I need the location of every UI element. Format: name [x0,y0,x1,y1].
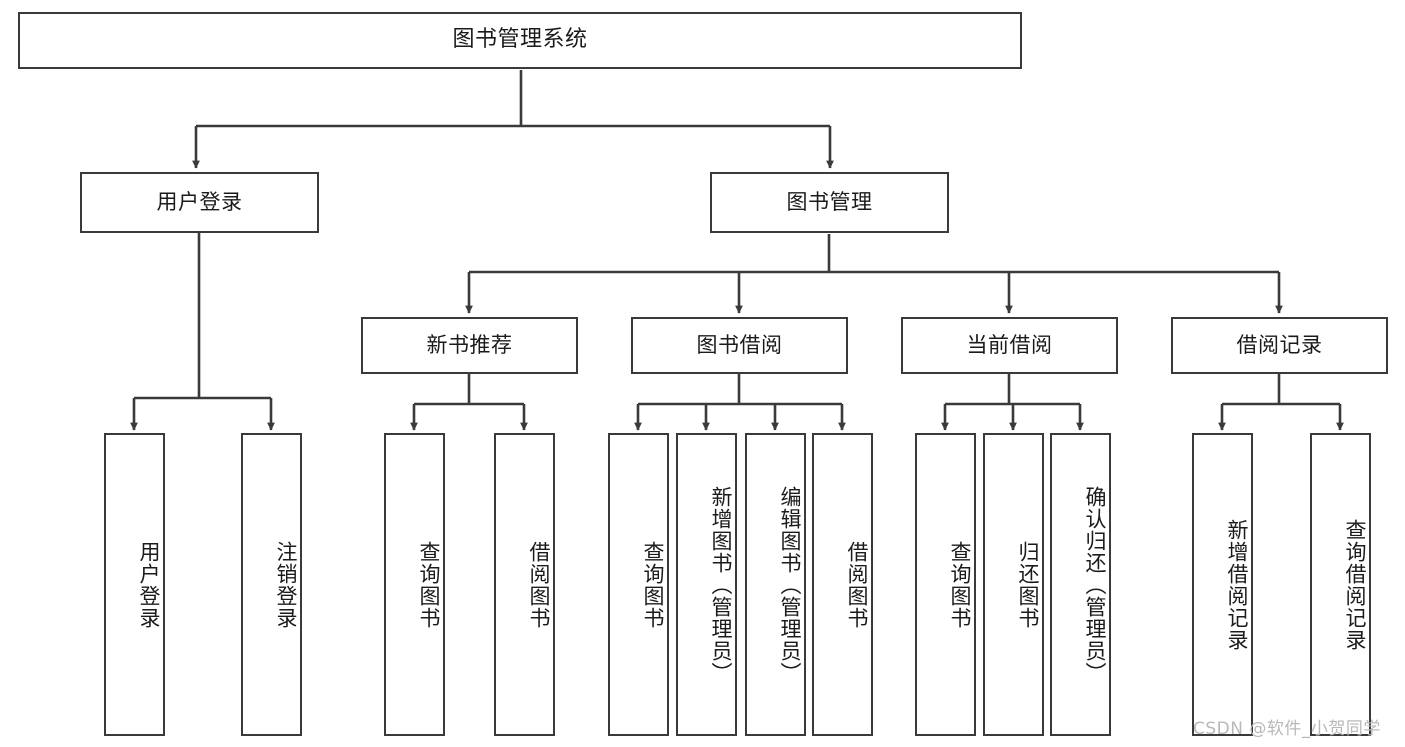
node-label: 借阅记录 [1236,332,1323,357]
node-label: 用户登录 [156,189,243,214]
node-leaf-add-book-admin[interactable]: 新增图书（管理员） [676,433,737,736]
node-leaf-borrow-book[interactable]: 借阅图书 [812,433,873,736]
node-leaf-query-book-current[interactable]: 查询图书 [915,433,976,736]
node-root-book-management-system[interactable]: 图书管理系统 [18,12,1022,69]
node-label: 新书推荐 [426,332,513,357]
node-leaf-query-borrow-record[interactable]: 查询借阅记录 [1310,433,1371,736]
node-user-login[interactable]: 用户登录 [80,172,319,233]
node-label: 新增图书（管理员） [709,485,733,684]
node-label: 图书借阅 [696,332,783,357]
node-label: 查询图书 [948,540,972,629]
node-borrowing-record[interactable]: 借阅记录 [1171,317,1388,374]
node-label: 注销登录 [274,540,298,629]
node-leaf-confirm-return-admin[interactable]: 确认归还（管理员） [1050,433,1111,736]
node-label: 编辑图书（管理员） [778,485,802,684]
node-leaf-add-borrow-record[interactable]: 新增借阅记录 [1192,433,1253,736]
node-label: 确认归还（管理员） [1083,485,1107,684]
node-book-management[interactable]: 图书管理 [710,172,949,233]
node-leaf-user-login[interactable]: 用户登录 [104,433,165,736]
node-label: 查询图书 [641,540,665,629]
node-leaf-logout[interactable]: 注销登录 [241,433,302,736]
node-label: 查询借阅记录 [1343,518,1367,651]
csdn-watermark: CSDN @软件_小贺同学 [1193,719,1381,739]
node-label: 查询图书 [417,540,441,629]
node-leaf-query-book-borrow[interactable]: 查询图书 [608,433,669,736]
node-leaf-query-book-recommend[interactable]: 查询图书 [384,433,445,736]
node-new-book-recommendation[interactable]: 新书推荐 [361,317,578,374]
node-leaf-borrow-book-recommend[interactable]: 借阅图书 [494,433,555,736]
node-label: 图书管理系统 [452,27,588,53]
node-label: 当前借阅 [966,332,1053,357]
node-label: 借阅图书 [845,540,869,629]
node-label: 图书管理 [786,189,873,214]
node-leaf-edit-book-admin[interactable]: 编辑图书（管理员） [745,433,806,736]
node-label: 用户登录 [137,540,161,629]
node-leaf-return-book[interactable]: 归还图书 [983,433,1044,736]
node-label: 新增借阅记录 [1225,518,1249,651]
node-book-borrowing[interactable]: 图书借阅 [631,317,848,374]
node-current-borrowing[interactable]: 当前借阅 [901,317,1118,374]
node-label: 归还图书 [1016,540,1040,629]
node-label: 借阅图书 [527,540,551,629]
